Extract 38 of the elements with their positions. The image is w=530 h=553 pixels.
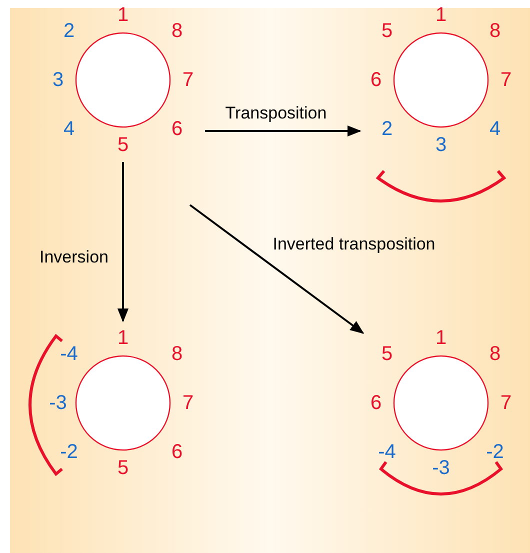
position-number: -4 <box>378 442 396 462</box>
position-number: 5 <box>381 344 393 364</box>
position-number: 6 <box>171 442 183 462</box>
edge-label: Transposition <box>225 102 327 124</box>
position-number: 5 <box>117 135 129 155</box>
position-number: 1 <box>435 5 447 25</box>
position-number: 1 <box>117 328 129 348</box>
position-number: -3 <box>432 458 450 478</box>
position-number: -4 <box>60 344 78 364</box>
position-number: -2 <box>60 442 78 462</box>
edge-label: Inversion <box>40 246 108 268</box>
position-number: 4 <box>63 119 75 139</box>
position-number: 7 <box>500 393 512 413</box>
position-number: 3 <box>52 70 64 90</box>
position-number: 4 <box>489 119 501 139</box>
position-number: 8 <box>171 21 183 41</box>
arrow <box>205 125 362 137</box>
position-number: 1 <box>117 5 129 25</box>
position-number: 8 <box>489 21 501 41</box>
position-number: 6 <box>370 393 382 413</box>
position-number: 3 <box>435 135 447 155</box>
position-number: 6 <box>370 70 382 90</box>
position-number: 7 <box>182 393 194 413</box>
position-number: 2 <box>381 119 393 139</box>
position-number: 7 <box>500 70 512 90</box>
arrow <box>189 204 364 334</box>
position-number: 8 <box>171 344 183 364</box>
position-number: -3 <box>49 393 67 413</box>
position-number: 1 <box>435 328 447 348</box>
position-number: 7 <box>182 70 194 90</box>
position-number: 6 <box>171 119 183 139</box>
position-number: 5 <box>381 21 393 41</box>
position-number: 8 <box>489 344 501 364</box>
position-number: 5 <box>117 458 129 478</box>
position-number: -2 <box>486 442 504 462</box>
edge-label: Inverted transposition <box>272 233 436 256</box>
position-number: 2 <box>63 21 75 41</box>
arrow <box>117 162 129 322</box>
